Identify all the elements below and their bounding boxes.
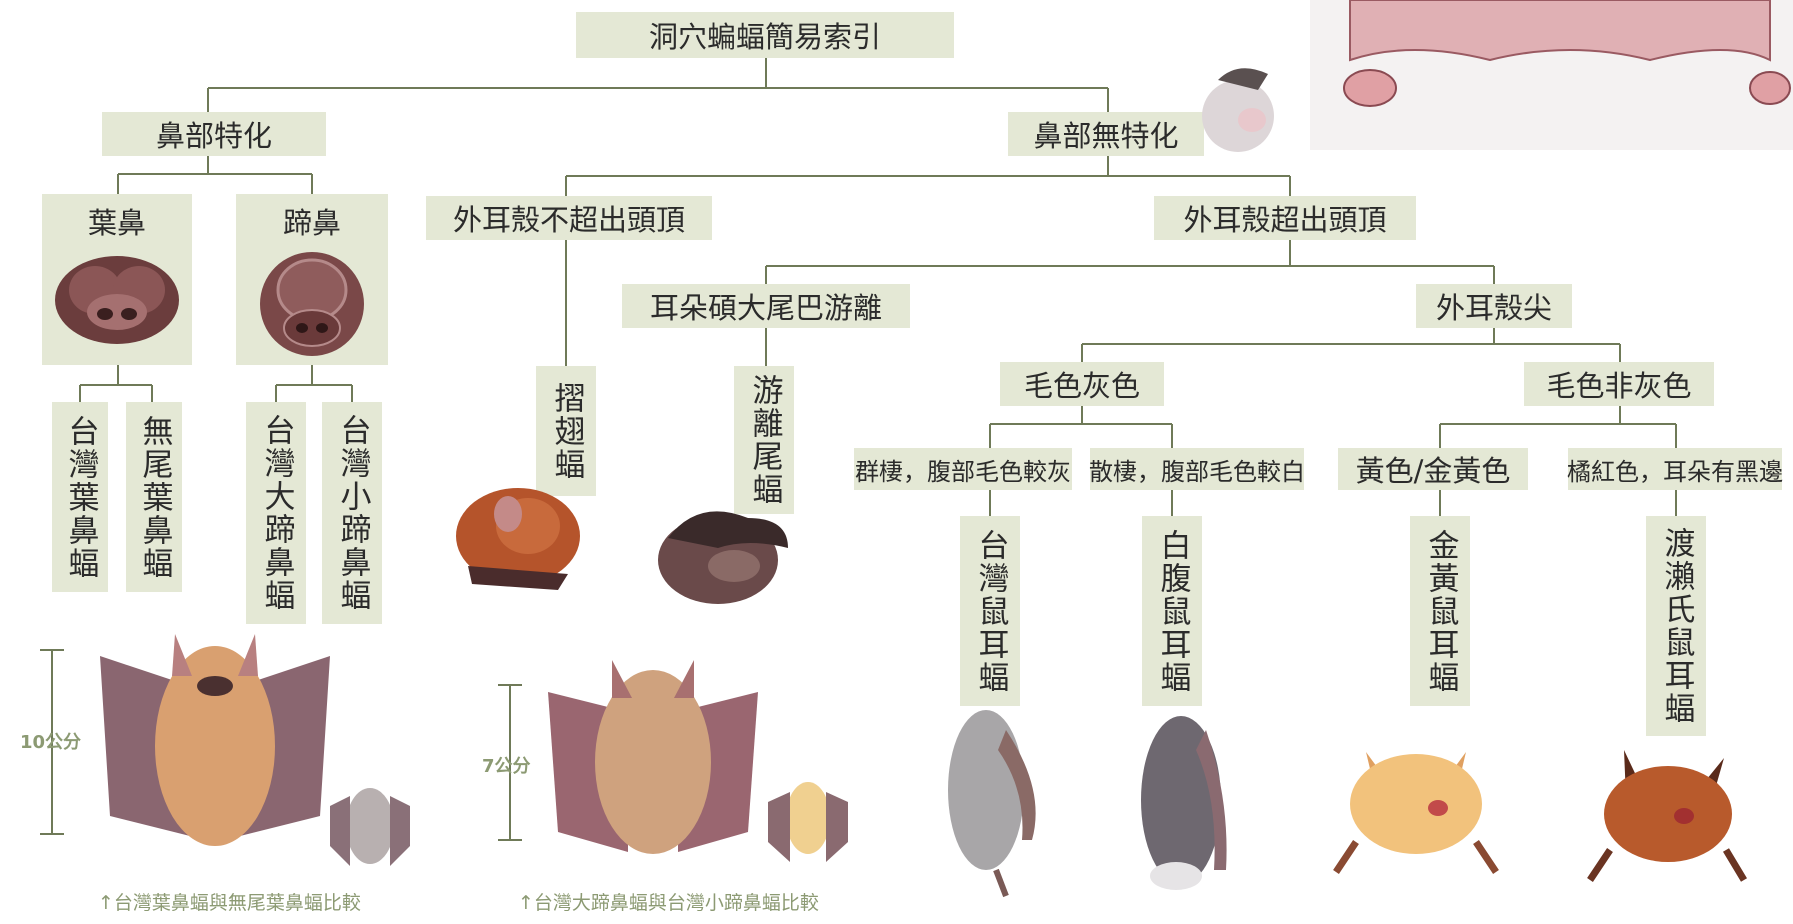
- node-fur-non-grey: 毛色非灰色: [1524, 362, 1714, 406]
- node-leaf-nose: 葉鼻: [87, 206, 146, 240]
- corner-bat-illustration: [1310, 0, 1793, 150]
- node-yellow: 黃色/金黃色: [1338, 448, 1528, 490]
- species-bent-winged-bat: 摺翅蝠: [536, 366, 596, 496]
- node-orange-red: 橘紅色，耳朵有黑邊: [1567, 448, 1783, 490]
- caption-leaf-nosed: ↑台灣葉鼻蝠與無尾葉鼻蝠比較: [98, 892, 361, 914]
- node-ear-over-head: 外耳殼超出頭頂: [1154, 196, 1416, 240]
- bent-winged-bat-illustration: [456, 488, 580, 590]
- node-nose-specialized: 鼻部特化: [102, 112, 326, 156]
- species-tailless-leaf-nosed-bat: 無尾葉鼻蝠: [126, 402, 182, 592]
- species-golden-myotis: 金黃鼠耳蝠: [1410, 516, 1470, 706]
- node-big-ear-free-tail: 耳朵碩大尾巴游離: [622, 284, 910, 328]
- leaf-nosed-comparison-illustration: [100, 634, 410, 866]
- species-white-bellied-myotis: 白腹鼠耳蝠: [1142, 516, 1202, 706]
- species-taiwan-greater-horseshoe-bat: 台灣大蹄鼻蝠: [246, 402, 306, 624]
- node-grey-solitary: 散棲，腹部毛色較白: [1089, 448, 1305, 490]
- taiwan-myotis-illustration: [948, 710, 1036, 898]
- species-taiwan-myotis: 台灣鼠耳蝠: [960, 516, 1020, 706]
- scale-label-7cm: 7公分: [482, 756, 531, 777]
- caption-horseshoe: ↑台灣大蹄鼻蝠與台灣小蹄鼻蝠比較: [518, 892, 819, 914]
- node-horseshoe-nose: 蹄鼻: [282, 206, 341, 240]
- node-grey-colonial: 群棲，腹部毛色較灰: [854, 448, 1072, 490]
- species-free-tailed-bat: 游離尾蝠: [734, 366, 794, 514]
- node-pointed-ear: 外耳殼尖: [1416, 284, 1572, 328]
- scale-label-10cm: 10公分: [20, 732, 82, 753]
- horseshoe-comparison-illustration: [548, 660, 848, 862]
- white-bellied-myotis-illustration: [1141, 716, 1227, 890]
- leaf-nose-illustration: [55, 256, 179, 344]
- species-watase-myotis: 渡瀨氏鼠耳蝠: [1646, 516, 1706, 736]
- species-taiwan-leaf-nosed-bat: 台灣葉鼻蝠: [52, 402, 108, 592]
- free-tailed-bat-illustration: [658, 511, 788, 604]
- watase-myotis-illustration: [1587, 750, 1748, 882]
- panel-horseshoe-nose: 蹄鼻: [236, 194, 388, 365]
- horseshoe-nose-illustration: [260, 252, 364, 356]
- node-ear-not-over-head: 外耳殼不超出頭頂: [426, 196, 712, 240]
- species-taiwan-lesser-horseshoe-bat: 台灣小蹄鼻蝠: [322, 402, 382, 624]
- bat-face-small-illustration: [1202, 68, 1274, 152]
- golden-myotis-illustration: [1333, 752, 1499, 874]
- panel-leaf-nose: 葉鼻: [42, 194, 192, 365]
- node-nose-not-specialized: 鼻部無特化: [1008, 112, 1204, 156]
- diagram-title: 洞穴蝙蝠簡易索引: [576, 12, 954, 58]
- node-fur-grey: 毛色灰色: [1000, 362, 1164, 406]
